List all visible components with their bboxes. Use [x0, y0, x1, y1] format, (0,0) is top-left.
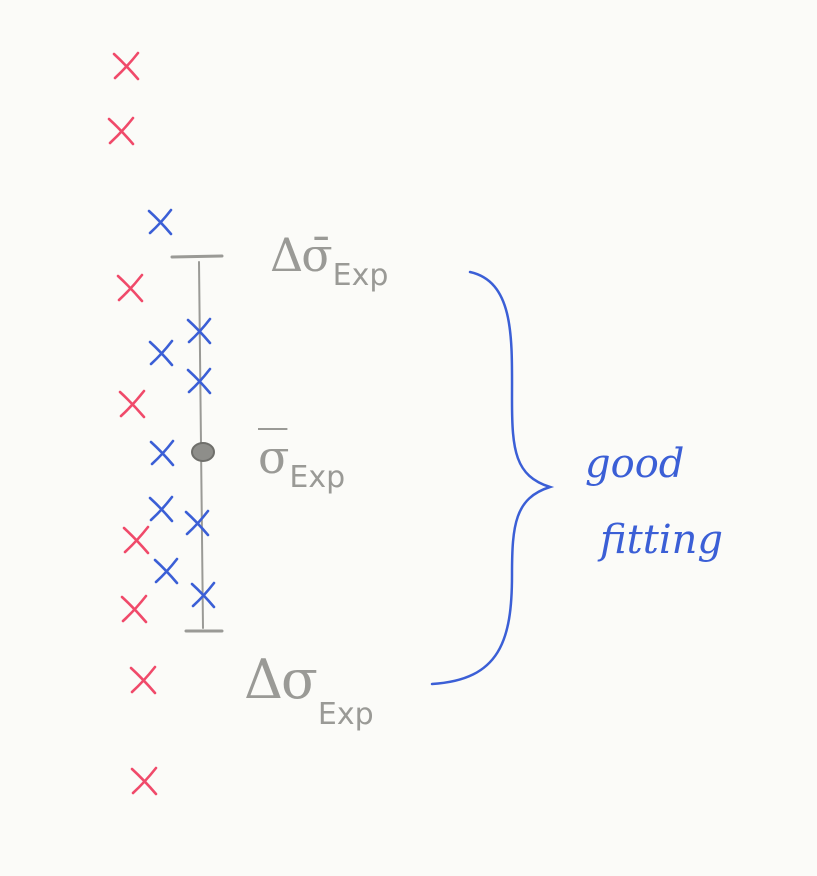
blue-marker-group — [147, 208, 216, 609]
upper-error-subscript: Exp — [332, 258, 389, 293]
red-x-marker — [130, 766, 158, 796]
upper-error-label: Δσ̄Exp — [270, 228, 388, 293]
upper-error-symbol: Δσ̄ — [270, 228, 333, 282]
lower-error-label: ΔσExp — [244, 648, 374, 732]
blue-x-marker — [153, 557, 179, 585]
red-x-marker — [120, 594, 148, 624]
red-x-marker — [116, 273, 144, 303]
mean-label: σExp — [258, 430, 345, 495]
red-x-marker — [112, 51, 140, 81]
red-x-marker — [118, 389, 146, 419]
note-fitting: fitting — [600, 517, 723, 563]
blue-x-marker — [149, 439, 175, 467]
blue-x-marker — [148, 339, 174, 367]
blue-x-marker — [148, 495, 174, 523]
blue-x-marker — [147, 208, 173, 236]
lower-error-symbol: Δσ — [244, 648, 318, 711]
curly-brace — [430, 270, 555, 686]
red-x-marker — [107, 116, 135, 146]
blue-x-marker — [190, 581, 216, 609]
red-marker-group — [107, 51, 158, 796]
mean-subscript: Exp — [289, 460, 346, 495]
blue-x-marker — [186, 367, 212, 395]
lower-error-subscript: Exp — [317, 697, 374, 732]
error-bar-top-cap — [170, 254, 224, 259]
mean-point — [191, 442, 215, 462]
note-good: good — [585, 441, 685, 487]
blue-x-marker — [184, 509, 210, 537]
red-x-marker — [129, 665, 157, 695]
red-x-marker — [122, 525, 150, 555]
blue-x-marker — [186, 317, 212, 345]
mean-symbol: σ — [258, 430, 289, 484]
